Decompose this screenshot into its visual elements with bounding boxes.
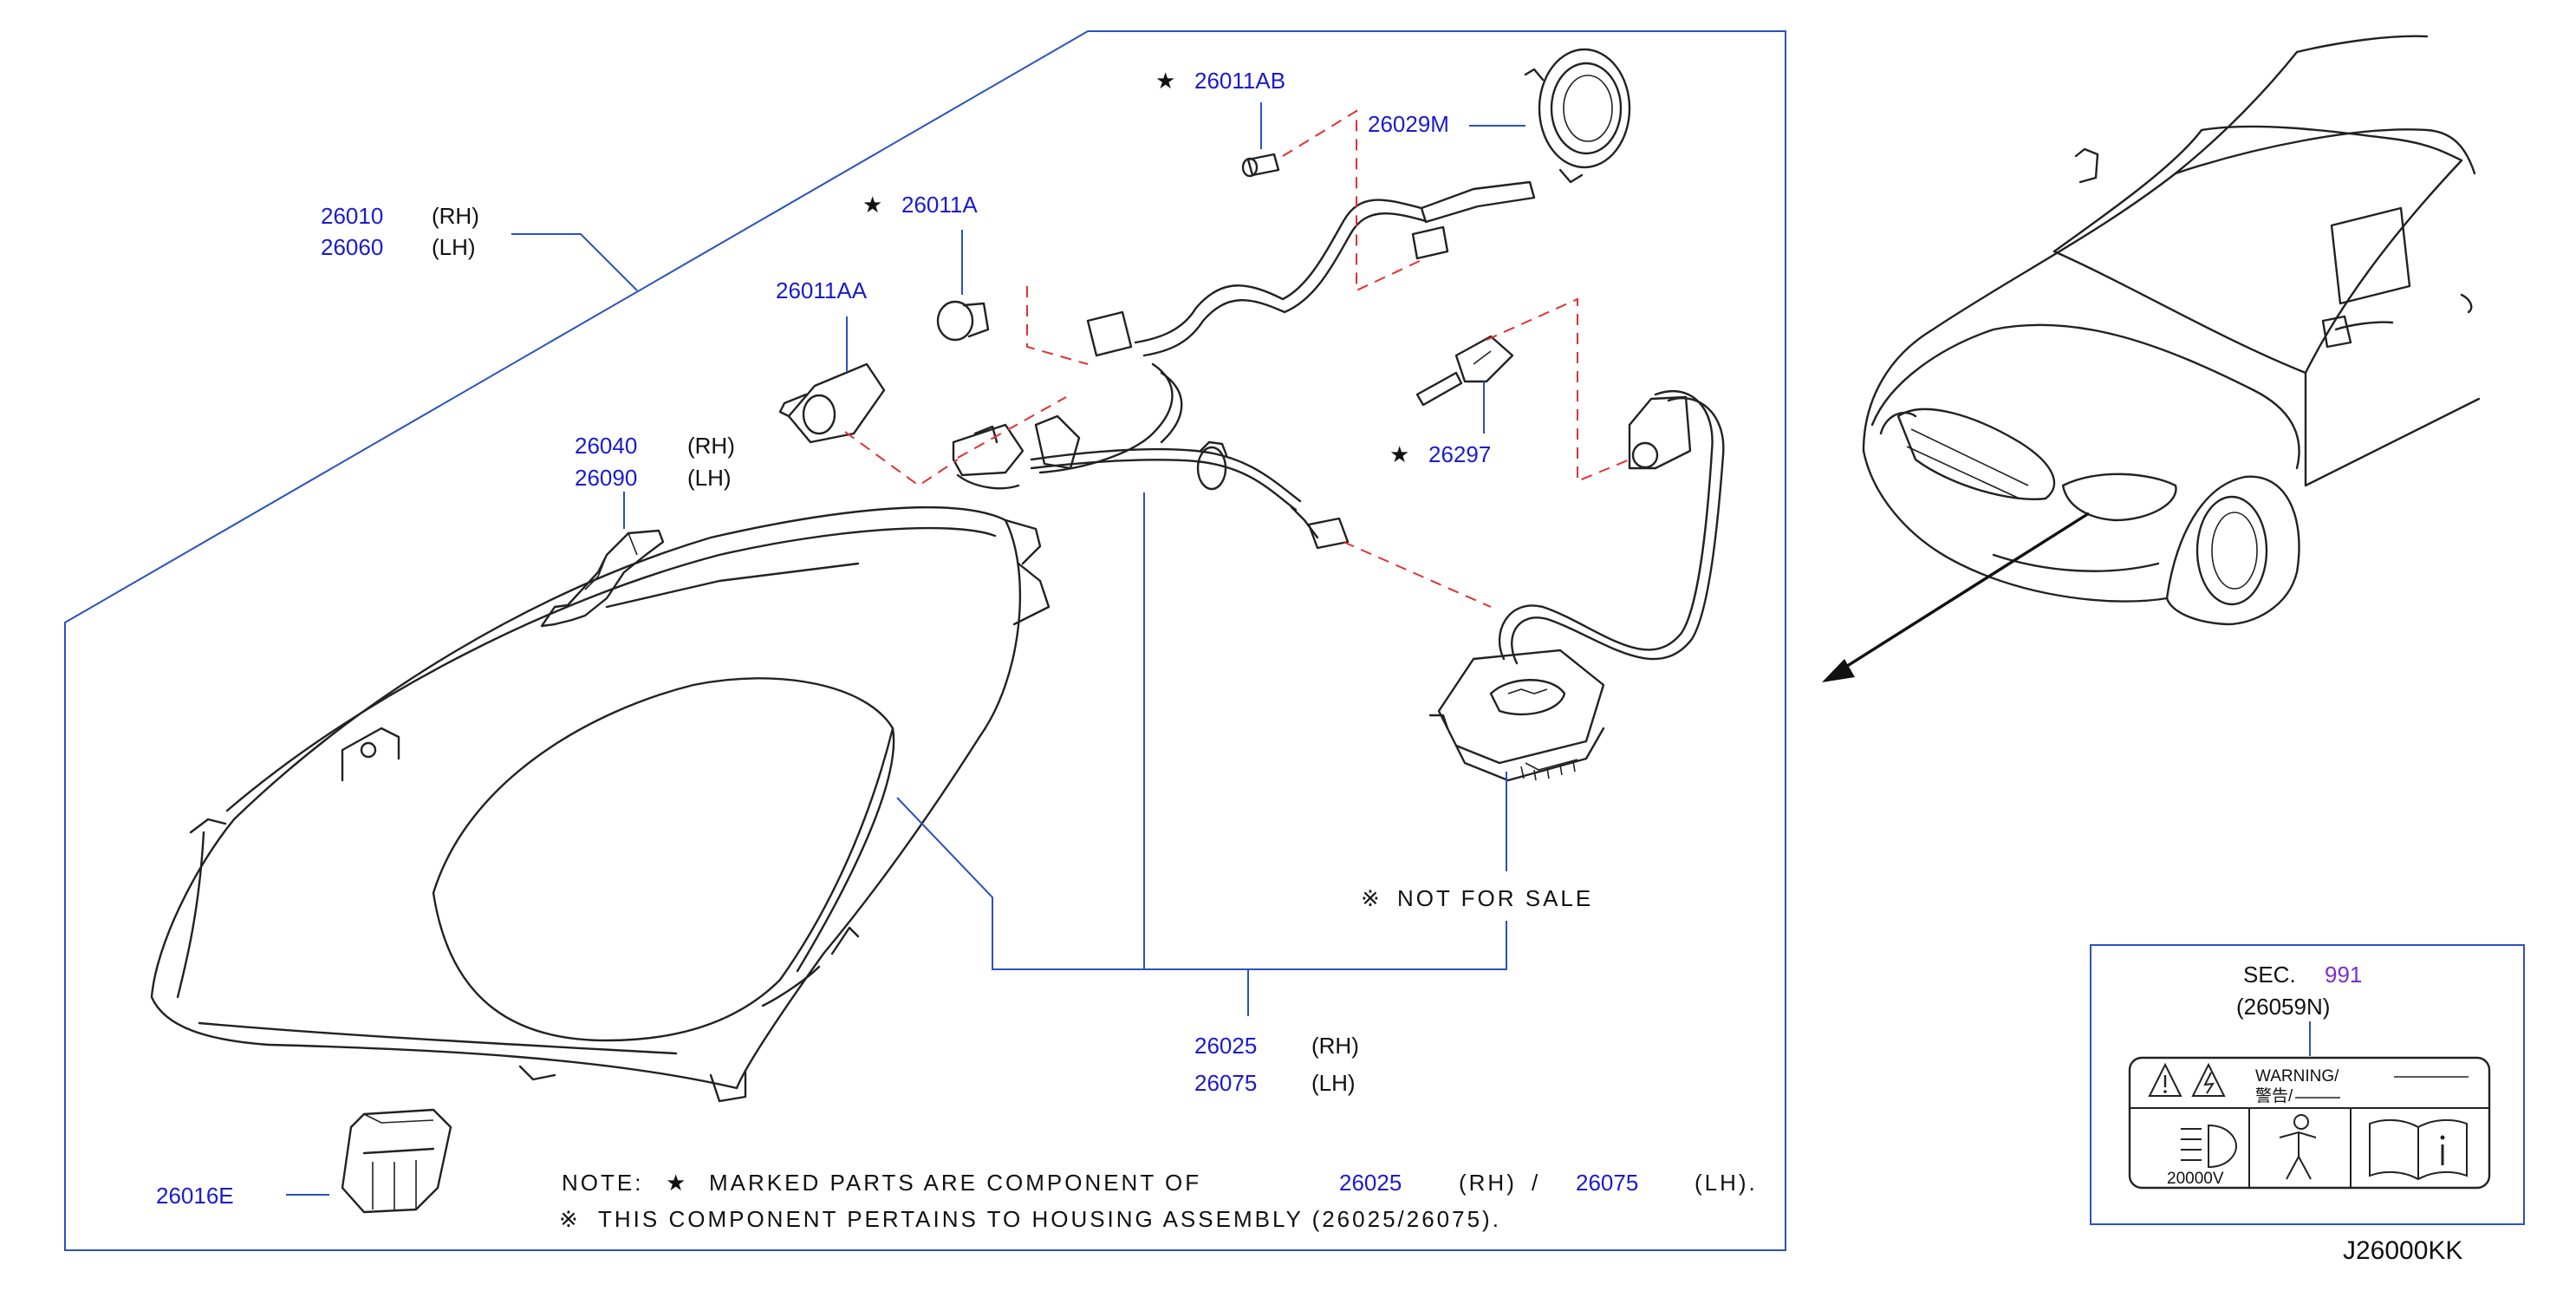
bulb-26011aa[interactable] xyxy=(778,362,886,444)
housing-rh-part: 26010 xyxy=(321,203,383,229)
person-shock-icon xyxy=(2279,1114,2317,1180)
note-prefix: NOTE: xyxy=(562,1170,643,1196)
harness-lh-side: (LH) xyxy=(1311,1070,1356,1096)
housing-lh-side: (LH) xyxy=(432,234,476,260)
high-voltage-icon xyxy=(2191,1062,2226,1097)
bracket-rh-part: 26040 xyxy=(575,433,637,459)
direction-arrow xyxy=(1822,512,2090,682)
housing-lh-part: 26060 xyxy=(321,234,383,260)
note-reference-mark: ※ xyxy=(559,1206,578,1232)
housing-frame xyxy=(64,30,1786,1251)
label-bulb-26011ab: ★ 26011AB xyxy=(1155,68,1285,94)
star-mark: ★ xyxy=(1155,68,1175,94)
label-xenon-bulb: ★ 26297 xyxy=(1389,441,1491,467)
bracket-rh-side: (RH) xyxy=(687,433,735,459)
harness-rh-part: 26025 xyxy=(1194,1033,1257,1059)
leader-lines xyxy=(286,102,2311,1196)
label-cap-26029m: 26029M xyxy=(1368,111,1449,137)
bracket-lh-side: (LH) xyxy=(687,465,732,491)
label-harness: 26025 (RH) 26075 (LH) xyxy=(1194,1033,1359,1096)
note-star: ★ xyxy=(666,1170,686,1196)
star-mark: ★ xyxy=(1389,441,1409,467)
harness-rh-side: (RH) xyxy=(1311,1033,1359,1059)
diagram-code: J26000KK xyxy=(2343,1236,2462,1265)
bulb-26011ab[interactable] xyxy=(1241,153,1280,178)
sec-number: 991 xyxy=(2325,962,2362,988)
warning-text: WARNING/ xyxy=(2255,1067,2339,1086)
warning-label: WARNING/ 警告/ 20000V xyxy=(2128,1056,2491,1190)
bulb-a-part: 26011A xyxy=(901,192,978,218)
connector-cover[interactable] xyxy=(341,1108,452,1214)
note-rh-side: (RH) xyxy=(1459,1170,1517,1196)
housing-rh-side: (RH) xyxy=(432,203,479,229)
not-for-sale-text: NOT FOR SALE xyxy=(1397,885,1593,911)
bracket-lh-part: 26090 xyxy=(575,465,637,491)
label-bracket: 26040 (RH) 26090 (LH) xyxy=(575,433,735,491)
warning-jp-text: 警告/ xyxy=(2255,1086,2293,1105)
harness-lh-part: 26075 xyxy=(1194,1070,1257,1096)
wiring-harness[interactable] xyxy=(952,180,1536,550)
note-slash: / xyxy=(1532,1170,1540,1196)
star-mark: ★ xyxy=(862,192,882,218)
label-bulb-26011aa: 26011AA xyxy=(776,277,868,303)
note-lh-part: 26075 xyxy=(1576,1170,1638,1196)
label-bulb-26011a: ★ 26011A xyxy=(862,192,978,218)
vehicle-illustration xyxy=(1862,35,2481,626)
xenon-bulb-part: 26297 xyxy=(1428,441,1491,467)
note-lh-side: (LH). xyxy=(1695,1170,1758,1196)
sec-reference[interactable]: SEC. 991 xyxy=(2243,962,2362,988)
voltage-text: 20000V xyxy=(2167,1170,2224,1188)
headlight-icon xyxy=(2181,1124,2238,1169)
ballast-unit[interactable] xyxy=(1428,389,1725,782)
manual-book-icon xyxy=(2369,1118,2468,1181)
bulb-26011a[interactable] xyxy=(936,300,990,342)
assembly-lines xyxy=(844,109,1630,608)
reference-mark: ※ xyxy=(1361,885,1380,911)
warning-label-part: (26059N) xyxy=(2236,994,2330,1020)
label-cover-26016e: 26016E xyxy=(156,1183,234,1209)
label-not-for-sale: ※ NOT FOR SALE xyxy=(1361,885,1593,911)
sec-label: SEC. xyxy=(2243,962,2296,988)
cap-26029m[interactable] xyxy=(1524,48,1631,184)
bulb-ab-part: 26011AB xyxy=(1194,68,1285,94)
headlamp-housing[interactable] xyxy=(150,506,1051,1103)
warning-triangle-icon xyxy=(2148,1062,2182,1097)
note-block: NOTE: ★ MARKED PARTS ARE COMPONENT OF 26… xyxy=(559,1170,1758,1232)
xenon-bulb-26297[interactable] xyxy=(1415,335,1514,407)
sec-box xyxy=(2090,944,2525,1225)
note-line1-text: MARKED PARTS ARE COMPONENT OF xyxy=(709,1170,1201,1196)
note-line2-text: THIS COMPONENT PERTAINS TO HOUSING ASSEM… xyxy=(598,1206,1501,1232)
bracket[interactable] xyxy=(540,529,665,628)
note-rh-part: 26025 xyxy=(1339,1170,1402,1196)
label-housing: 26010 (RH) 26060 (LH) xyxy=(321,203,479,260)
